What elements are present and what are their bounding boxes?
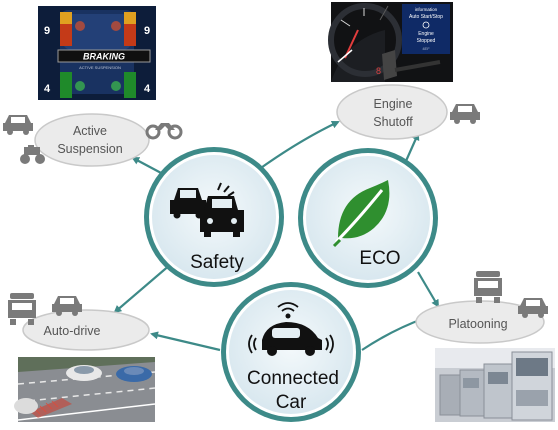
truck-icon	[474, 271, 502, 303]
braking-num-bl: 4	[44, 83, 51, 95]
hub-connected-line2: Car	[276, 392, 307, 413]
dashboard-line2: Auto Start/Stop	[409, 14, 443, 20]
braking-num-tr: 9	[144, 25, 150, 37]
node-active-suspension: Active Suspension	[34, 113, 150, 167]
hub-eco-label: ECO	[359, 248, 400, 269]
node-engine-shutoff: Engine Shutoff	[336, 84, 448, 140]
node-active-suspension-line1: Active	[73, 124, 107, 138]
node-active-suspension-line2: Suspension	[57, 142, 122, 156]
collision-icon	[170, 182, 244, 237]
dashboard-photo: 8 information Auto Start/Stop Engine Sto…	[328, 2, 453, 82]
leaf-icon	[332, 180, 390, 248]
node-engine-shutoff-line1: Engine	[374, 97, 413, 111]
motorcycle-icon	[145, 123, 183, 140]
atv-icon	[20, 145, 45, 164]
hub-safety-label: Safety	[190, 252, 244, 273]
hub-connected-line1: Connected	[247, 368, 339, 389]
dashboard-line4: Stopped	[417, 38, 436, 44]
arrow-connected-to-autodrive	[150, 331, 221, 352]
hub-safety: Safety	[144, 147, 284, 287]
braking-num-tl: 9	[44, 25, 50, 37]
car-icon	[52, 296, 82, 316]
node-auto-drive-label: Auto-drive	[44, 324, 101, 338]
node-platooning-label: Platooning	[448, 317, 507, 331]
connected-car-icon	[248, 302, 334, 356]
node-platooning: Platooning	[415, 300, 545, 344]
arrow-eco-to-platooning	[417, 271, 440, 308]
braking-photo: 9 9 4 4 BRAKING ACTIVE SUSPENSION	[38, 6, 156, 100]
trucks-photo	[435, 348, 555, 422]
hub-connected-car: Connected Car	[221, 282, 361, 422]
braking-banner: BRAKING	[83, 52, 125, 62]
node-engine-shutoff-line2: Shutoff	[373, 115, 413, 129]
dashboard-gauge-num: 8	[376, 66, 381, 76]
braking-num-br: 4	[144, 83, 151, 95]
hub-eco: ECO	[298, 148, 438, 288]
car-icon	[450, 104, 480, 124]
road-photo	[14, 357, 156, 422]
braking-subtitle: ACTIVE SUSPENSION	[79, 65, 121, 70]
car-icon	[518, 298, 548, 318]
truck-icon	[8, 293, 36, 325]
car-icon	[3, 115, 33, 135]
dashboard-line5: 4EF	[422, 46, 430, 51]
dashboard-line1: information	[415, 7, 438, 12]
node-auto-drive: Auto-drive	[22, 309, 150, 351]
arrow-safety-to-engine-shutoff	[257, 120, 340, 171]
dashboard-line3: Engine	[418, 31, 434, 37]
